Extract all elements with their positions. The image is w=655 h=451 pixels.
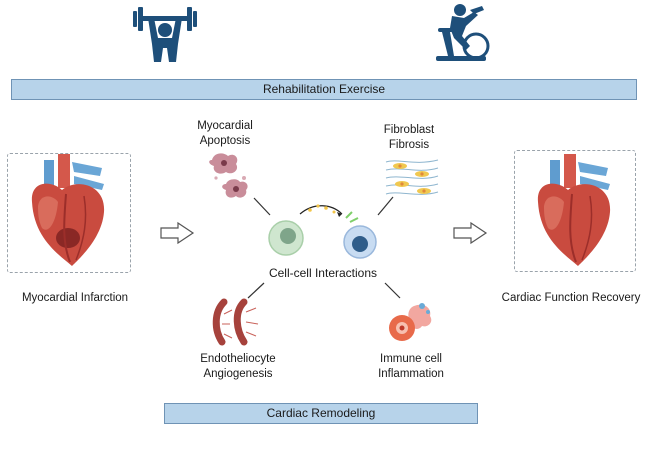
fibrosis-label-line-2: Fibrosis [388,139,430,151]
arrow-right-icon [160,221,195,245]
myocardial-infarction-label: Myocardial Infarction [21,292,129,304]
angiogenesis-label-line-2: Angiogenesis [203,368,273,380]
cardiac-remodeling-banner: Cardiac Remodeling [164,403,478,424]
cardiac-function-recovery-label: Cardiac Function Recovery [501,292,641,304]
cell-cell-interactions-label: Cell-cell Interactions [268,266,378,280]
arrow-right-icon [453,221,488,245]
inflammation-label-line-1: Immune cell [380,353,442,365]
blood-vessel-icon [212,298,259,346]
heart-icon [537,154,611,266]
inflammation-label-line-2: Inflammation [378,368,444,380]
weightlifter-icon [133,7,197,62]
fibroblast-icon [385,159,439,195]
heart-icon [31,154,105,266]
apoptosis-label-line-2: Apoptosis [199,135,251,147]
rehabilitation-exercise-banner: Rehabilitation Exercise [11,79,637,100]
apoptotic-cell-icon [209,153,248,198]
angiogenesis-label-line-1: Endotheliocyte [200,353,276,365]
apoptosis-label-line-1: Myocardial [197,120,253,132]
cell-icon [268,204,377,259]
fibrosis-label-line-1: Fibroblast [383,124,435,136]
immune-cell-icon [389,303,432,341]
exercise-bike-icon [436,4,490,61]
